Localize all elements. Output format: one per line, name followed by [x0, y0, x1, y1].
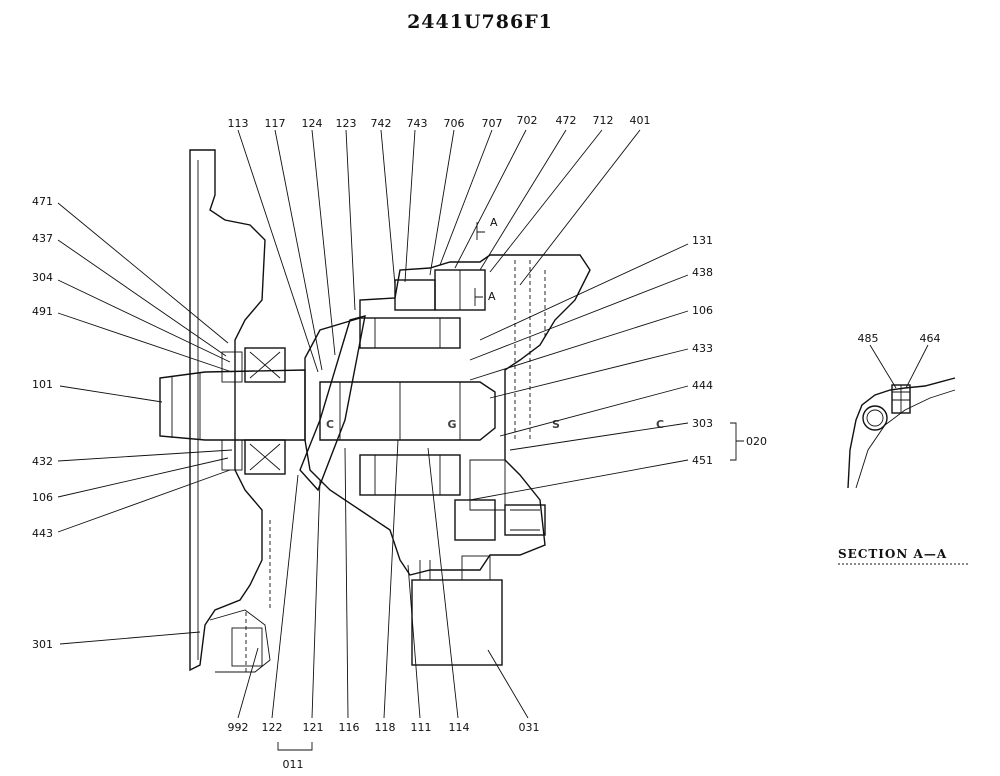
callout-label: 401: [630, 114, 651, 127]
callout-group-label: 020: [746, 435, 767, 448]
callout-label: 437: [32, 232, 53, 245]
callout-label: 491: [32, 305, 53, 318]
watermark-letter-1: C: [326, 418, 334, 431]
callout-label: 124: [302, 117, 323, 130]
callout-label: 118: [375, 721, 396, 734]
callout-label: 444: [692, 379, 713, 392]
callouts-bottom: 992 122 121 116 118 111 114 031 011: [228, 721, 540, 771]
callout-group-label: 011: [283, 758, 304, 771]
callout-label: 301: [32, 638, 53, 651]
callouts-left: 471 437 304 491 101 432 106 443 301: [32, 195, 53, 651]
callout-label: 443: [32, 527, 53, 540]
watermark: C G S C: [326, 418, 664, 431]
callout-label: 706: [444, 117, 465, 130]
callout-label: 121: [303, 721, 324, 734]
watermark-letter-3: S: [552, 418, 560, 431]
callout-label: 106: [692, 304, 713, 317]
callouts-right: 131 438 106 433 444 303 451 020: [692, 234, 767, 467]
watermark-letter-4: C: [656, 418, 664, 431]
callout-label: 471: [32, 195, 53, 208]
callout-label: 101: [32, 378, 53, 391]
callout-label: 131: [692, 234, 713, 247]
callout-label: 106: [32, 491, 53, 504]
callout-label: 433: [692, 342, 713, 355]
callout-label: 742: [371, 117, 392, 130]
drawing-title: 2441U786F1: [407, 11, 553, 33]
callout-label: 122: [262, 721, 283, 734]
section-a-a-detail: 485 464 SECTION A—A: [838, 332, 968, 565]
callout-label: 304: [32, 271, 53, 284]
section-label: SECTION A—A: [838, 547, 947, 561]
callout-label: 111: [411, 721, 432, 734]
callout-label: 485: [858, 332, 879, 345]
callouts-top: 113 117 124 123 742 743 706 707 702 472 …: [228, 114, 651, 130]
callout-label: 464: [920, 332, 941, 345]
callout-label: 123: [336, 117, 357, 130]
section-marker-top: A: [490, 216, 498, 229]
callout-label: 117: [265, 117, 286, 130]
assembly-section-view: [159, 149, 591, 673]
callout-label: 743: [407, 117, 428, 130]
callout-label: 114: [449, 721, 470, 734]
callout-label: 707: [482, 117, 503, 130]
section-marker: A A: [474, 216, 498, 306]
section-marker-bottom: A: [488, 290, 496, 303]
leader-lines: [57, 129, 744, 751]
callout-label: 451: [692, 454, 713, 467]
callout-label: 303: [692, 417, 713, 430]
callout-label: 432: [32, 455, 53, 468]
callout-label: 113: [228, 117, 249, 130]
callout-label: 712: [593, 114, 614, 127]
callout-label: 472: [556, 114, 577, 127]
callout-label: 702: [517, 114, 538, 127]
watermark-letter-2: G: [447, 418, 456, 431]
callout-label: 992: [228, 721, 249, 734]
callout-label: 438: [692, 266, 713, 279]
callout-label: 116: [339, 721, 360, 734]
callout-label: 031: [519, 721, 540, 734]
